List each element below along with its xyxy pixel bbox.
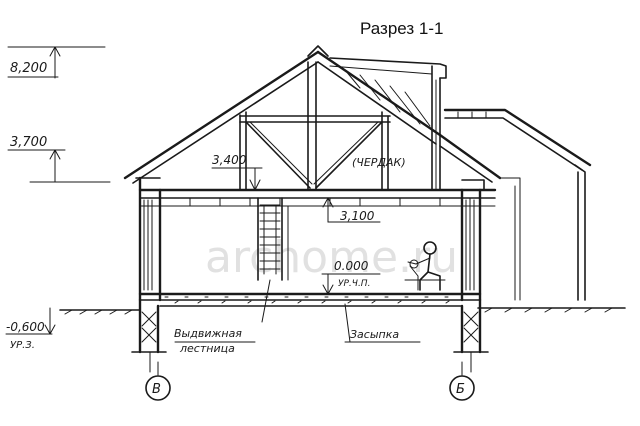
mark-ceiling-lower-label: 3,100 [340, 209, 375, 223]
level-marker-eave: 3,700 [7, 135, 111, 183]
ladder-label-line2: лестница [179, 342, 235, 355]
right-roof [443, 108, 592, 301]
foundation-right [453, 298, 489, 373]
axis-marker-left: В [145, 361, 171, 401]
level-top-label: 8,200 [10, 61, 47, 76]
axis-left-label: В [152, 382, 161, 397]
ladder-callout: Выдвижная лестница [174, 279, 271, 355]
drawing-title: Разрез 1-1 [360, 19, 443, 38]
roof-truss [239, 61, 391, 191]
main-roof [123, 45, 502, 184]
axis-marker-right: Б [449, 361, 475, 401]
level-eave-label: 3,700 [10, 135, 47, 150]
right-wall [460, 179, 485, 302]
attic-label: (ЧЕРДАК) [352, 156, 406, 169]
seated-figure [404, 241, 446, 291]
mark-floor-label: 0.000 [334, 259, 369, 273]
level-marker-top: 8,200 [7, 46, 106, 79]
mark-ceiling-upper-label: 3,400 [212, 153, 247, 167]
level-zero-note: УР.З. [10, 340, 35, 351]
mark-ceiling-lower: 3,100 [322, 197, 381, 223]
ladder-opening [257, 197, 289, 281]
axis-right-label: Б [456, 382, 465, 397]
ladder-label-line1: Выдвижная [174, 327, 242, 340]
left-wall [135, 176, 162, 302]
mark-floor: 0.000 УР.Ч.П. [321, 259, 381, 295]
level-zero-label: -0,600 [6, 320, 45, 334]
ground-line [59, 307, 626, 315]
foundation-left [131, 298, 167, 373]
ceiling-slab [138, 188, 497, 207]
level-marker-zero: -0,600 УР.З. [5, 307, 56, 351]
mark-ceiling-upper: 3,400 [211, 153, 263, 191]
floor-slab [138, 292, 482, 307]
roof-stack [329, 57, 447, 191]
mark-floor-note: УР.Ч.П. [338, 279, 370, 289]
watermark: archome.ru [205, 232, 458, 283]
backfill-callout: Засыпка [344, 303, 421, 343]
backfill-label: Засыпка [350, 328, 399, 341]
